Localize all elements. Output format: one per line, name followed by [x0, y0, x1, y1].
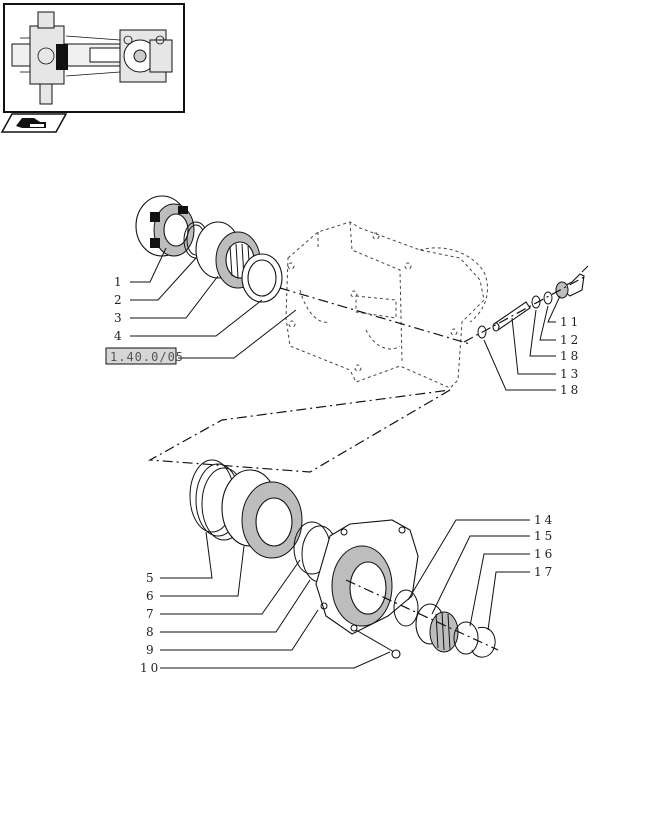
part-1-nut [135, 195, 195, 257]
prev-page-hand-icon[interactable] [0, 113, 68, 133]
callout-9: 9 [146, 643, 157, 657]
axis-line-upper [279, 287, 471, 345]
callout-14: 14 [534, 513, 555, 527]
part-14-ring [393, 589, 419, 627]
leader-lines-left [130, 247, 391, 669]
callout-17: 17 [534, 565, 555, 579]
part-13-pin [492, 301, 531, 332]
axis-line-breather [463, 275, 587, 343]
part-15-splined-shaft [415, 603, 459, 653]
part-12-ring [543, 291, 553, 305]
callout-15: 15 [534, 529, 555, 543]
callout-5: 5 [146, 571, 157, 585]
axle-thumbnail[interactable] [3, 3, 185, 113]
callout-12: 12 [560, 333, 581, 347]
callout-18-b: 18 [560, 383, 581, 397]
callout-8: 8 [146, 625, 157, 639]
callout-10: 10 [140, 661, 161, 675]
part-18-ring-a [531, 295, 541, 309]
axis-line-lower [345, 579, 499, 651]
callout-6: 6 [146, 589, 157, 603]
callout-4: 4 [114, 329, 125, 343]
callout-11: 11 [560, 315, 581, 329]
assembly-link-line [147, 389, 451, 473]
reference-link[interactable]: 1.40.0/05 [105, 347, 184, 365]
part-6-bearing-cup [221, 469, 303, 559]
part-18-ring-b [477, 325, 487, 339]
callout-13: 13 [560, 367, 581, 381]
callout-2: 2 [114, 293, 125, 307]
leader-lines-right [407, 295, 561, 631]
part-4-washer [241, 253, 283, 303]
axle-housing [285, 221, 488, 389]
part-10-bolt [355, 629, 401, 659]
callout-3: 3 [114, 311, 125, 325]
callout-16: 16 [534, 547, 555, 561]
callout-18-a: 18 [560, 349, 581, 363]
reference-label[interactable]: 1.40.0/05 [110, 350, 184, 364]
part-16-washer [453, 621, 479, 655]
callout-1: 1 [114, 275, 125, 289]
part-17-snap-ring [471, 626, 496, 658]
part-11-breather [555, 265, 589, 299]
callout-7: 7 [146, 607, 157, 621]
part-9-hub-housing [315, 519, 419, 635]
